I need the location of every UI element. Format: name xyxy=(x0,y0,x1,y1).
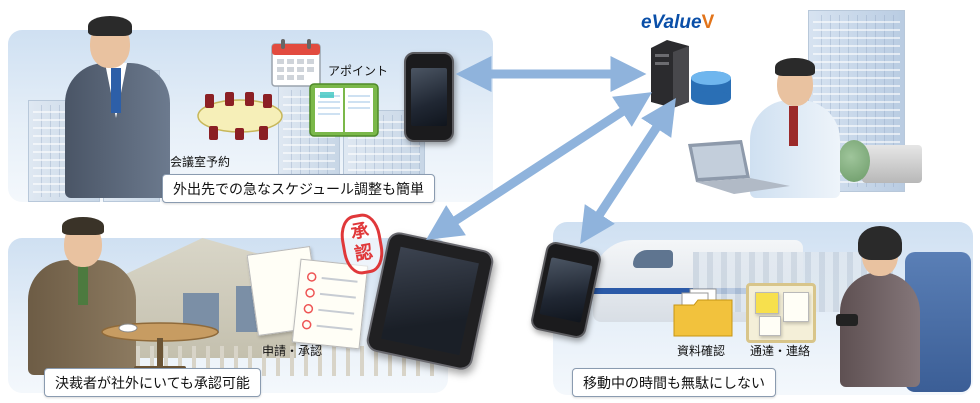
document-check-label: 資料確認 xyxy=(677,344,726,358)
hair xyxy=(775,58,815,76)
tablet-screen xyxy=(381,246,479,356)
train-scene-caption: 移動中の時間も無駄にしない xyxy=(572,368,776,397)
sticky-note xyxy=(755,292,779,314)
request-approval-label: 申請・承認 xyxy=(262,344,323,358)
suit xyxy=(840,272,920,387)
laptop-icon xyxy=(684,138,794,196)
cafe-table xyxy=(100,322,220,372)
phone-screen xyxy=(539,257,593,323)
hair xyxy=(858,226,902,260)
phone-screen xyxy=(411,68,447,126)
sticky-note xyxy=(759,316,781,336)
train-window xyxy=(633,250,673,268)
calendar-icon xyxy=(270,38,322,88)
bulletin-board-icon xyxy=(746,283,816,343)
office-scene-caption: 外出先での急なスケジュール調整も簡単 xyxy=(162,174,436,203)
smartphone-icon xyxy=(404,52,454,142)
hair xyxy=(88,16,132,36)
logo-text: eValue xyxy=(641,12,702,33)
businesswoman-figure xyxy=(836,222,930,387)
hair xyxy=(62,217,104,235)
notice-contact-label: 通達・連絡 xyxy=(750,344,811,358)
document-icon xyxy=(291,258,369,350)
meeting-room-label: 会議室予約 xyxy=(170,155,231,169)
sticky-note xyxy=(783,292,809,322)
shrub xyxy=(838,140,870,182)
arrow-train-server xyxy=(580,97,676,245)
meeting-table-icon xyxy=(195,92,285,140)
appointment-label: アポイント xyxy=(328,64,389,78)
executive-figure xyxy=(28,215,138,375)
handheld-phone xyxy=(836,314,858,326)
approval-scene-caption: 決裁者が社外にいても承認可能 xyxy=(44,368,261,397)
evalue-logo: eValueV xyxy=(641,12,714,34)
logo-mark: V xyxy=(701,12,715,33)
tablet-icon xyxy=(364,230,496,372)
tie xyxy=(789,106,798,146)
tie xyxy=(78,265,88,305)
company-sign xyxy=(862,145,922,183)
folder-icon xyxy=(672,287,734,339)
businessman-figure xyxy=(60,8,180,198)
tie xyxy=(111,68,121,113)
notebook-icon xyxy=(308,80,380,138)
server-icon xyxy=(645,38,735,108)
